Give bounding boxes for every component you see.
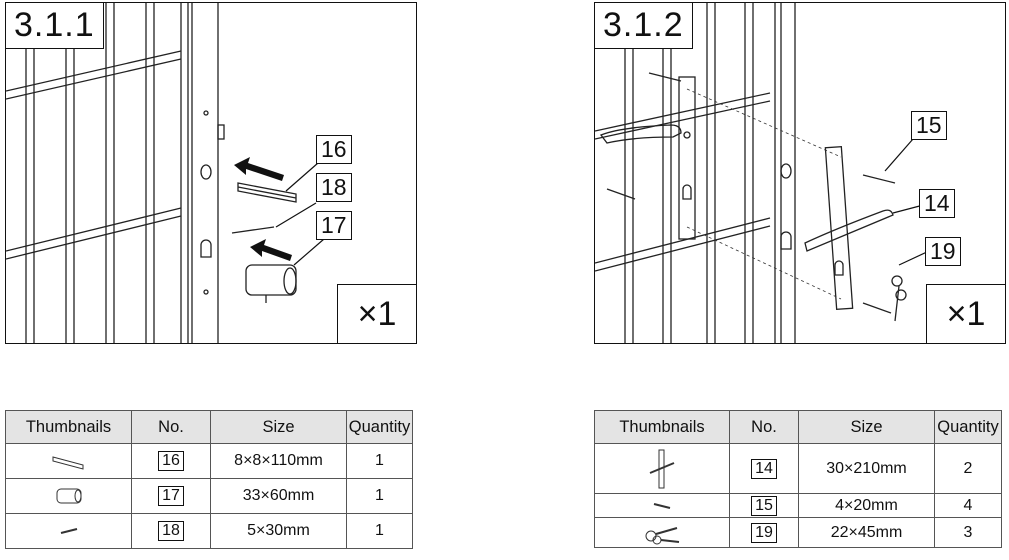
part-size: 22×45mm [798, 517, 935, 548]
table-row: 14 30×210mm 2 [594, 443, 1002, 494]
callout-14: 14 [919, 189, 955, 219]
step-panel-right: 3.1.2 15 14 19 ×1 [594, 2, 1006, 344]
part-quantity: 1 [346, 513, 413, 549]
table-row: 15 4×20mm 4 [594, 493, 1002, 518]
callout-19: 19 [925, 237, 961, 267]
part-quantity: 1 [346, 443, 413, 479]
quantity-badge: ×1 [337, 284, 416, 343]
screw-icon [5, 513, 132, 549]
table-row: 16 8×8×110mm 1 [5, 443, 413, 479]
assembly-illustration-left [6, 3, 325, 343]
parts-table-left: Thumbnails No. Size Quantity 16 8×8×110m… [5, 410, 413, 549]
part-quantity: 3 [934, 517, 1002, 548]
part-number: 19 [751, 522, 777, 543]
part-number: 17 [158, 486, 184, 506]
step-panel-left: 3.1.1 16 18 17 ×1 [5, 2, 417, 344]
table-header-row: Thumbnails No. Size Quantity [5, 410, 413, 444]
header-size: Size [798, 410, 935, 444]
part-size: 8×8×110mm [210, 443, 347, 479]
screw-icon [594, 493, 730, 518]
table-row: 19 22×45mm 3 [594, 517, 1002, 548]
header-size: Size [210, 410, 347, 444]
part-quantity: 4 [934, 493, 1002, 518]
header-thumbnails: Thumbnails [5, 410, 132, 444]
quantity-badge: ×1 [926, 284, 1005, 343]
callout-15: 15 [911, 111, 947, 141]
part-size: 4×20mm [798, 493, 935, 518]
part-number: 15 [751, 495, 777, 516]
table-row: 17 33×60mm 1 [5, 478, 413, 514]
assembly-illustration-right [595, 3, 932, 343]
callout-18: 18 [316, 173, 352, 203]
header-thumbnails: Thumbnails [594, 410, 730, 444]
part-quantity: 1 [346, 478, 413, 514]
part-size: 30×210mm [798, 443, 935, 494]
handle-plate-icon [594, 443, 730, 494]
part-size: 33×60mm [210, 478, 347, 514]
step-number: 3.1.1 [6, 3, 104, 49]
part-number: 16 [158, 451, 184, 471]
part-number: 14 [751, 458, 777, 479]
parts-table-right: Thumbnails No. Size Quantity 14 30×210mm… [594, 410, 1002, 548]
keys-icon [594, 517, 730, 548]
callout-17: 17 [316, 211, 352, 241]
step-number: 3.1.2 [595, 3, 693, 49]
table-header-row: Thumbnails No. Size Quantity [594, 410, 1002, 444]
callout-16: 16 [316, 135, 352, 165]
header-quantity: Quantity [934, 410, 1002, 444]
part-size: 5×30mm [210, 513, 347, 549]
table-row: 18 5×30mm 1 [5, 513, 413, 549]
header-no: No. [131, 410, 211, 444]
header-quantity: Quantity [346, 410, 413, 444]
header-no: No. [729, 410, 799, 444]
part-number: 18 [158, 521, 184, 541]
cylinder-lock-icon [5, 478, 132, 514]
part-quantity: 2 [934, 443, 1002, 494]
spindle-icon [5, 443, 132, 479]
